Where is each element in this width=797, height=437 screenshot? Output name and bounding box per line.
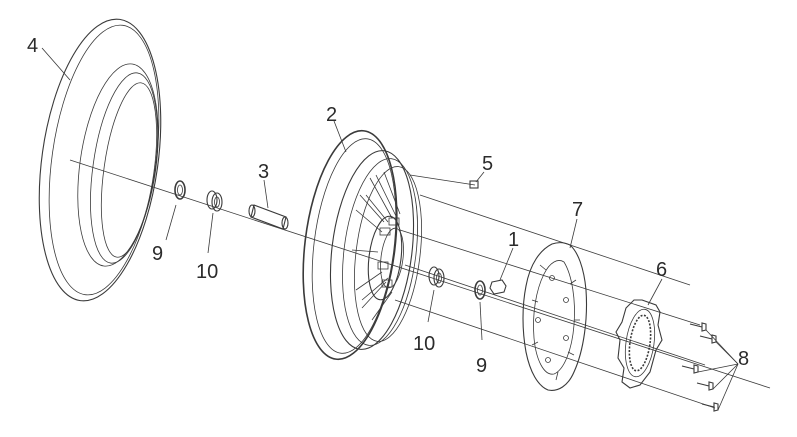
bearing-right (428, 266, 445, 288)
label-tire: 4 (27, 35, 38, 57)
bolts (681, 322, 719, 412)
seal-left (174, 180, 186, 200)
brake-disc (522, 242, 588, 391)
valve (469, 180, 479, 189)
label-sensor-ring: 6 (656, 259, 667, 281)
label-brake-disc: 7 (572, 199, 583, 221)
axle-spacer (248, 204, 289, 230)
label-valve: 5 (482, 153, 493, 175)
bearing-left (206, 190, 223, 212)
label-axle-spacer: 3 (258, 161, 269, 183)
label-bolts: 8 (738, 348, 749, 370)
label-rim: 2 (326, 104, 337, 126)
rim (302, 129, 422, 361)
sensor-ring (615, 299, 663, 389)
seal-right (474, 280, 486, 300)
leader-lines (41, 47, 739, 411)
label-seal-left: 9 (152, 243, 163, 265)
label-seal-right: 9 (476, 355, 487, 377)
label-bearing-right: 10 (413, 333, 435, 355)
tire (38, 18, 162, 302)
label-bearing-left: 10 (196, 261, 218, 283)
cap (489, 279, 507, 295)
label-cap: 1 (508, 229, 519, 251)
